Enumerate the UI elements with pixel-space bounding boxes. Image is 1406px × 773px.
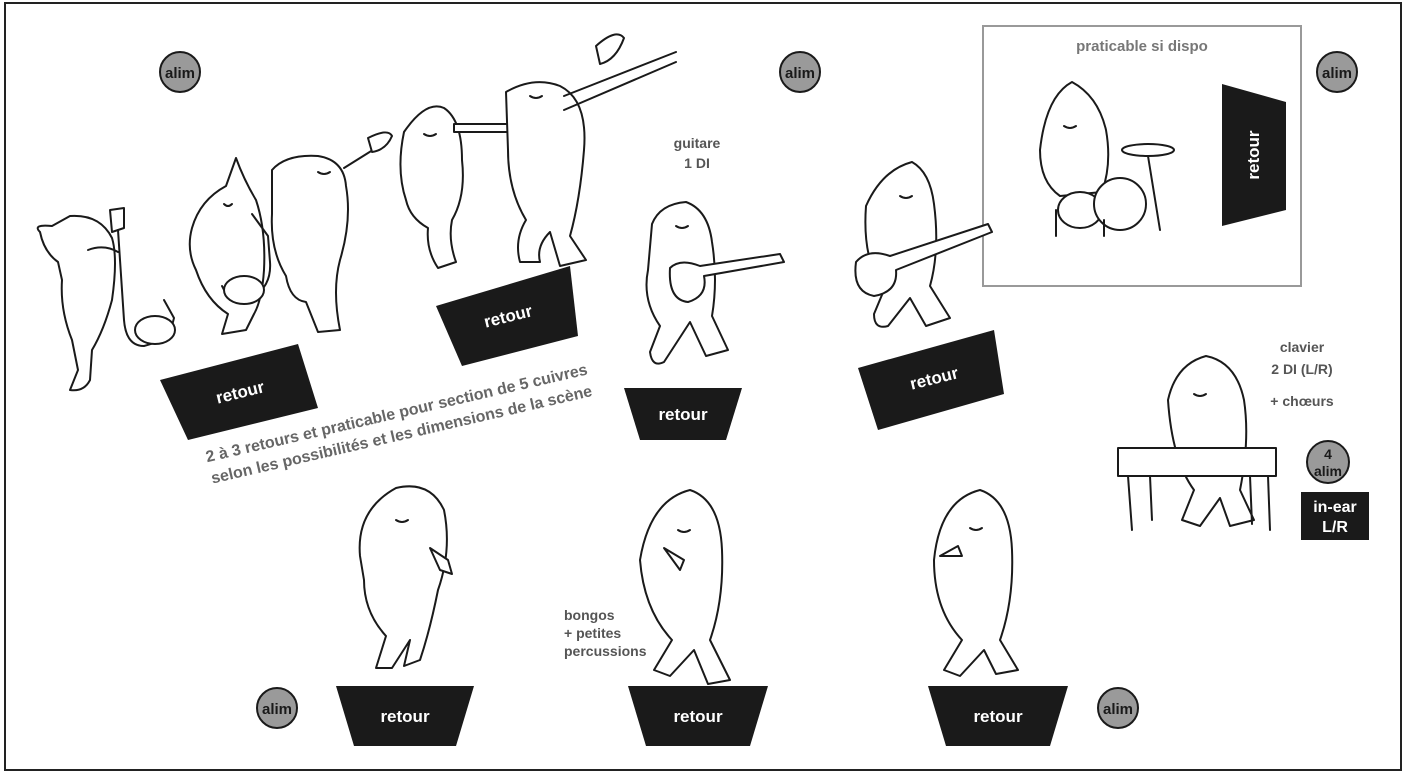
- power-count: 4: [1324, 446, 1332, 462]
- monitor-label: retour: [673, 707, 723, 726]
- monitor-bass: retour: [858, 330, 1004, 430]
- trumpeter-2-figure: [400, 106, 520, 268]
- monitor-label: retour: [973, 707, 1023, 726]
- guitarist-figure: [647, 202, 785, 364]
- monitor-vocal-right: retour: [928, 686, 1068, 746]
- monitor-label: retour: [658, 405, 708, 424]
- riser-label: praticable si dispo: [1076, 38, 1208, 55]
- in-ear-line-2: L/R: [1322, 519, 1348, 536]
- keyboard-label-line-2: 2 DI (L/R): [1271, 361, 1332, 377]
- power-label: alim: [1322, 65, 1352, 82]
- power-outlet-top-center: alim: [780, 52, 820, 92]
- saxophonist-2-figure: [190, 158, 270, 334]
- keyboardist-figure: [1118, 356, 1276, 530]
- power-label: alim: [1314, 463, 1342, 479]
- power-label: alim: [165, 65, 195, 82]
- monitor-vocal-center: retour: [628, 686, 768, 746]
- singer-left-figure: [360, 486, 452, 668]
- keyboard-label-line-1: clavier: [1280, 339, 1325, 355]
- singer-right-figure: [934, 490, 1018, 676]
- power-outlet-bottom-right: alim: [1098, 688, 1138, 728]
- power-outlet-top-left: alim: [160, 52, 200, 92]
- power-outlet-bottom-left: alim: [257, 688, 297, 728]
- monitor-label: retour: [380, 707, 430, 726]
- guitar-label-line-2: 1 DI: [684, 155, 710, 171]
- in-ear-box: in-ear L/R: [1301, 492, 1369, 540]
- percussion-label-line-2: + petites: [564, 625, 621, 641]
- power-outlet-top-right: alim: [1317, 52, 1357, 92]
- monitor-label: retour: [1244, 130, 1263, 180]
- guitar-label-line-1: guitare: [674, 135, 721, 151]
- monitor-guitar: retour: [624, 388, 742, 440]
- percussion-label: bongos + petites percussions: [564, 607, 647, 659]
- keyboard-label: clavier 2 DI (L/R) + chœurs: [1270, 339, 1334, 409]
- monitor-brass-left: retour: [160, 344, 318, 440]
- in-ear-line-1: in-ear: [1313, 499, 1357, 516]
- guitar-label: guitare 1 DI: [674, 135, 721, 171]
- power-outlet-keyboard-4: 4 alim: [1307, 441, 1349, 483]
- monitor-vocal-left: retour: [336, 686, 474, 746]
- trumpeter-1-figure: [272, 132, 392, 332]
- saxophonist-1-figure: [38, 208, 175, 390]
- bassist-figure: [855, 162, 992, 327]
- monitor-drums: retour: [1222, 84, 1286, 226]
- keyboard-label-line-3: + chœurs: [1270, 393, 1334, 409]
- power-label: alim: [1103, 701, 1133, 718]
- drummer-figure: [1040, 82, 1174, 236]
- percussion-label-line-3: percussions: [564, 643, 647, 659]
- percussion-label-line-1: bongos: [564, 607, 615, 623]
- singer-center-figure: [640, 490, 730, 684]
- power-label: alim: [262, 701, 292, 718]
- monitor-brass-right: retour: [436, 266, 578, 366]
- power-label: alim: [785, 65, 815, 82]
